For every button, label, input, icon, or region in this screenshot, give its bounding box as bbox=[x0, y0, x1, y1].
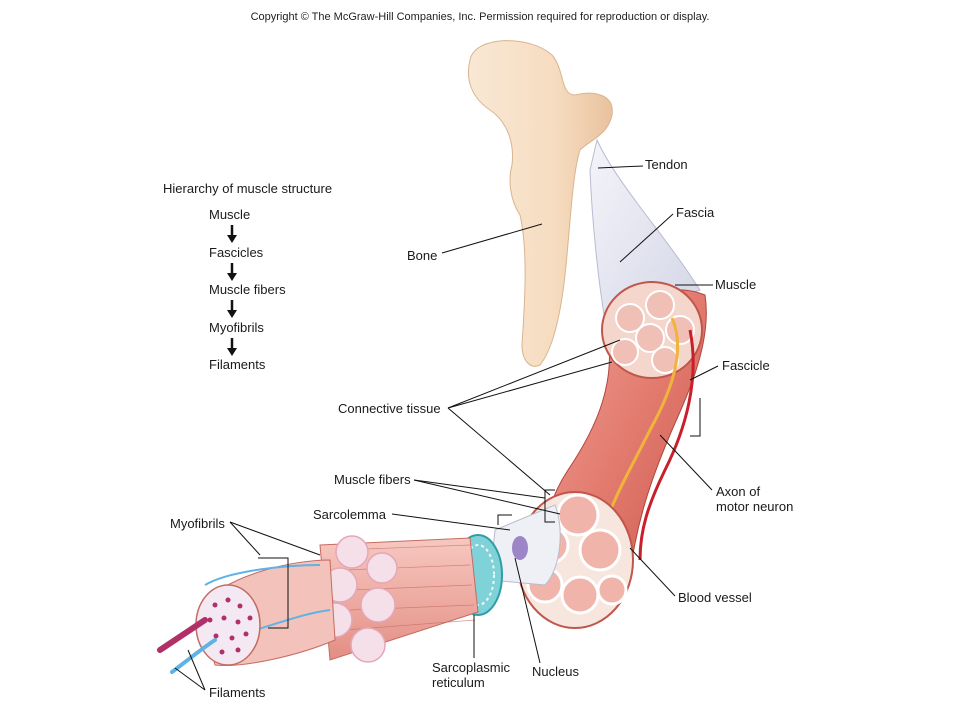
label-muscle-fibers: Muscle fibers bbox=[334, 472, 411, 487]
leader-lines bbox=[174, 165, 719, 691]
label-fascicle: Fascicle bbox=[722, 358, 770, 373]
label-connective-tissue: Connective tissue bbox=[338, 401, 441, 416]
blood-vessel bbox=[638, 329, 695, 561]
motor-neuron-axon bbox=[602, 317, 680, 531]
label-sarcolemma: Sarcolemma bbox=[313, 507, 386, 522]
bone-shape bbox=[467, 40, 613, 367]
label-axon-line2: motor neuron bbox=[716, 499, 794, 514]
label-blood-vessel: Blood vessel bbox=[678, 590, 752, 605]
label-tendon: Tendon bbox=[645, 157, 688, 172]
down-arrow-icon bbox=[227, 225, 237, 243]
muscle-fiber-sheath bbox=[489, 504, 561, 586]
down-arrow-icon bbox=[227, 262, 237, 281]
hierarchy-level: Fascicles bbox=[209, 244, 264, 260]
label-filaments: Filaments bbox=[209, 685, 266, 700]
label-nucleus: Nucleus bbox=[532, 664, 579, 679]
filaments-cross-section bbox=[157, 559, 336, 674]
copyright-notice: Copyright © The McGraw-Hill Companies, I… bbox=[250, 11, 710, 23]
label-fascia: Fascia bbox=[676, 205, 715, 220]
label-bone: Bone bbox=[407, 248, 438, 263]
label-myofibrils: Myofibrils bbox=[170, 516, 225, 531]
hierarchy-level: Myofibrils bbox=[209, 319, 264, 335]
down-arrow-icon bbox=[227, 337, 237, 356]
label-muscle: Muscle bbox=[715, 277, 757, 292]
hierarchy-title: Hierarchy of muscle structure bbox=[163, 181, 333, 196]
hierarchy-level: Muscle fibers bbox=[209, 282, 286, 297]
hierarchy-level: Muscle bbox=[209, 207, 251, 222]
label-sarcoplasmic-reticulum: Sarcoplasmic reticulum bbox=[432, 660, 510, 690]
label-axon-line1: Axon of bbox=[716, 484, 761, 499]
label-axon-motor-neuron: Axon of motor neuron bbox=[716, 484, 793, 514]
label-sr-line1: Sarcoplasmic bbox=[432, 660, 511, 675]
label-sr-line2: reticulum bbox=[432, 675, 485, 690]
down-arrow-icon bbox=[227, 300, 237, 318]
myofibril-bundle bbox=[317, 535, 479, 663]
muscle-cross-section bbox=[601, 281, 703, 379]
hierarchy-level: Filaments bbox=[209, 357, 266, 372]
